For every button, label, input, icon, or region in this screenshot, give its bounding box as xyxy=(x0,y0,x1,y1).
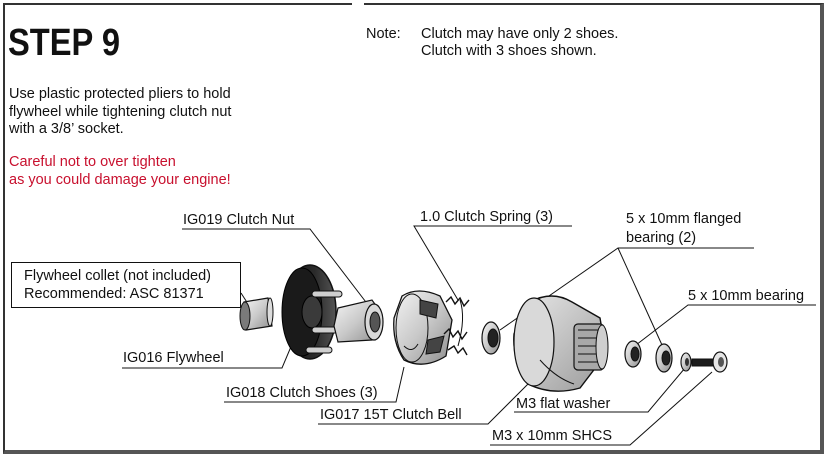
instructions: Use plastic protected pliers to hold fly… xyxy=(9,86,269,139)
leader-bearing xyxy=(635,304,816,346)
label-shcs: M3 x 10mm SHCS xyxy=(492,428,613,444)
label-clutch-bell: IG017 15T Clutch Bell xyxy=(320,407,462,423)
instructions-line-1: Use plastic protected pliers to hold xyxy=(9,86,231,102)
leader-flat-washer xyxy=(514,367,686,413)
flywheel-collet xyxy=(239,297,274,331)
instructions-line-2: flywheel while tightening clutch nut xyxy=(9,103,232,120)
label-clutch-shoes: IG018 Clutch Shoes (3) xyxy=(226,385,378,401)
leader-lines xyxy=(122,225,816,446)
flanged-bearing-2 xyxy=(655,343,673,373)
note-label: Note: xyxy=(366,26,401,42)
label-bearing: 5 x 10mm bearing xyxy=(688,288,805,304)
leader-shcs xyxy=(490,371,713,446)
clutch-bell-pinion xyxy=(573,323,609,371)
leader-clutch-bell xyxy=(318,381,531,425)
collet-callout: Flywheel collet (not included) Recommend… xyxy=(11,262,241,308)
note-text: Clutch may have only 2 shoes. Clutch wit… xyxy=(421,26,618,60)
instructions-line-3: with a 3/8’ socket. xyxy=(9,121,124,137)
step-title: STEP 9 xyxy=(8,22,121,64)
leader-clutch-spring xyxy=(413,225,572,301)
warning-text: Careful not to over tighten as you could… xyxy=(9,154,279,189)
clutch-bell xyxy=(513,295,609,392)
flywheel xyxy=(281,264,343,360)
label-flanged-bearing-line-2: bearing (2) xyxy=(626,230,697,246)
shcs-bolt xyxy=(691,351,728,373)
label-clutch-nut: IG019 Clutch Nut xyxy=(183,212,295,228)
label-clutch-spring: 1.0 Clutch Spring (3) xyxy=(420,209,553,225)
flanged-bearing-1 xyxy=(481,321,501,355)
note-line-2: Clutch with 3 shoes shown. xyxy=(421,43,597,59)
leader-clutch-nut xyxy=(182,228,373,311)
warning-line-2: as you could damage your engine! xyxy=(9,171,231,188)
flat-washer xyxy=(680,352,692,372)
leader-flanged-bearing-b xyxy=(617,247,663,346)
label-flat-washer: M3 flat washer xyxy=(516,396,611,412)
label-flanged-bearing-line-1: 5 x 10mm flanged xyxy=(626,211,742,227)
callout-line-2: Recommended: ASC 81371 xyxy=(24,286,204,302)
leader-clutch-shoes xyxy=(224,366,405,403)
clutch-springs xyxy=(443,295,470,356)
frame-gap xyxy=(352,0,364,8)
page-frame xyxy=(3,3,824,454)
callout-line-1: Flywheel collet (not included) xyxy=(24,268,211,284)
warning-line-1: Careful not to over tighten xyxy=(9,154,176,170)
note-line-1: Clutch may have only 2 shoes. xyxy=(421,26,619,42)
bearing-5x10 xyxy=(624,340,642,368)
label-flywheel: IG016 Flywheel xyxy=(123,350,224,366)
clutch-nut xyxy=(333,299,384,343)
clutch-shoes xyxy=(393,290,453,365)
